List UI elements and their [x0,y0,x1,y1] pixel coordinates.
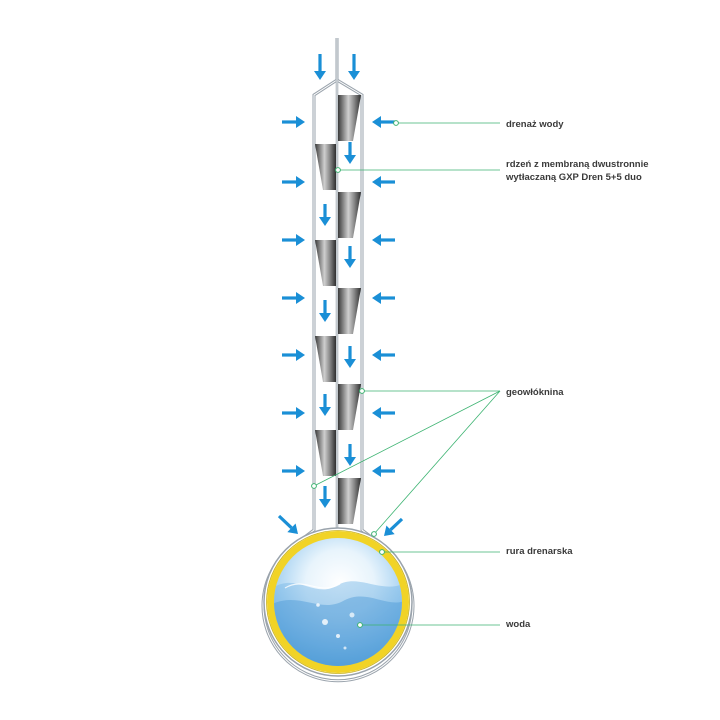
leader-marker [311,483,317,489]
leader-line [373,390,501,535]
leader-marker [359,388,365,394]
label-pipe: rura drenarska [506,546,573,557]
core-cone-cell [338,384,361,430]
core-cone-cell [338,478,361,524]
arrow-icon [282,176,305,188]
arrow-icon [319,394,331,416]
label-geotextile: geowłóknina [506,387,564,398]
arrow-icon [344,142,356,164]
core-cone-cell [315,240,336,286]
label-core-line1: rdzeń z membraną dwustronnie [506,159,649,170]
leader-marker [379,549,385,555]
arrow-icon [384,517,404,536]
arrow-icon [282,116,305,128]
membrane-core-cells [315,95,361,524]
arrow-icon [372,116,395,128]
arrow-icon [344,444,356,466]
arrow-icon [344,246,356,268]
arrow-icon [372,292,395,304]
arrow-icon [314,54,326,80]
label-drainage: drenaż wody [506,119,564,130]
core-cone-cell [315,430,336,476]
label-water: woda [505,619,531,630]
arrow-icon [372,349,395,361]
leader-lines [311,120,501,628]
arrow-icon [277,514,298,534]
arrow-icon [372,234,395,246]
arrow-icon [319,300,331,322]
core-cone-cell [315,144,336,190]
arrow-icon [319,204,331,226]
core-cone-cell [315,336,336,382]
arrow-icon [344,346,356,368]
core-cone-cell [338,192,361,238]
arrow-icon [282,407,305,419]
arrow-icon [348,54,360,80]
core-cone-cell [338,95,361,141]
leader-marker [371,531,377,537]
leader-marker [393,120,399,126]
arrow-icon [282,349,305,361]
arrow-icon [372,465,395,477]
core-cone-cell [338,288,361,334]
leader-marker [335,167,341,173]
arrow-icon [319,486,331,508]
water-flow-arrows [277,54,404,536]
arrow-icon [282,234,305,246]
arrow-icon [282,465,305,477]
arrow-icon [372,407,395,419]
arrow-icon [372,176,395,188]
arrow-icon [282,292,305,304]
leader-marker [357,622,363,628]
leader-line [313,390,501,487]
label-core-line2: wytłaczaną GXP Dren 5+5 duo [505,172,642,183]
